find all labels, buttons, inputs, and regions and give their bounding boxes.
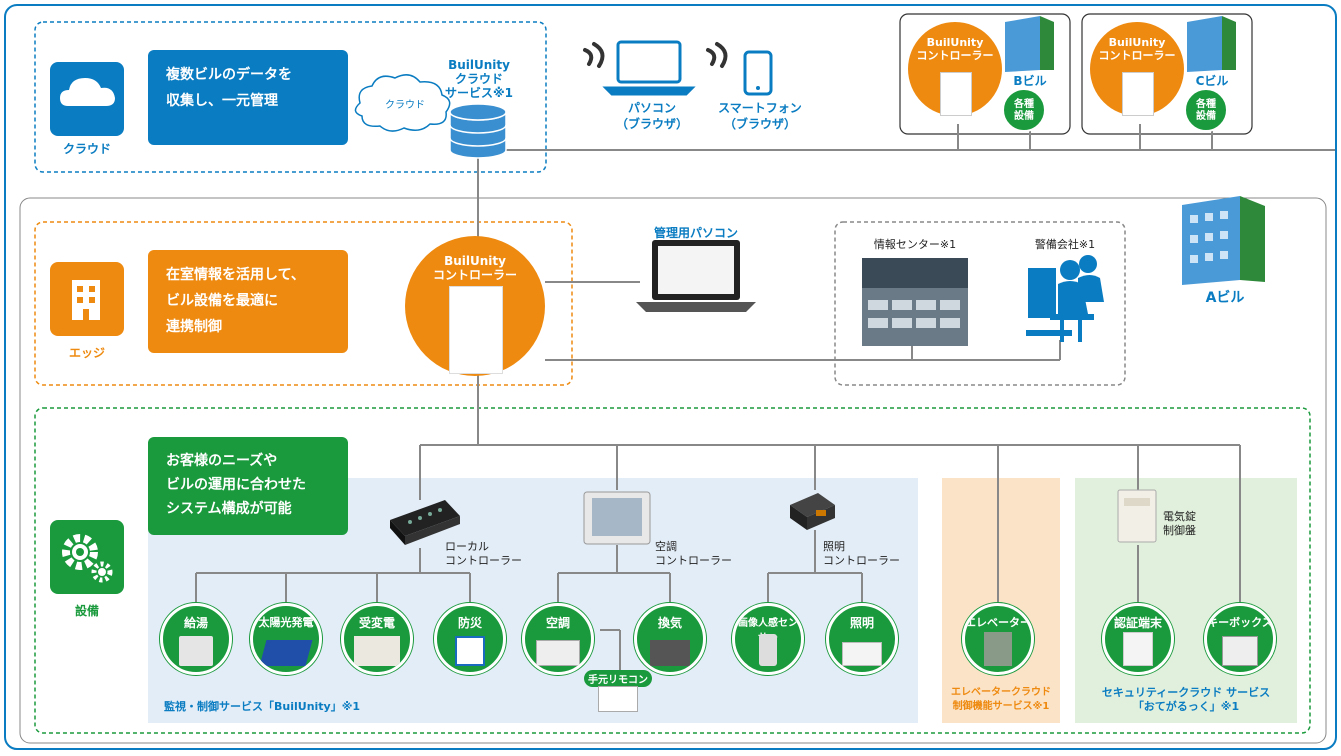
power-receiving-node: 受変電 xyxy=(341,603,413,675)
pc-label: パソコン （ブラウザ） xyxy=(592,100,712,132)
service-security-line2: 「おてがるっく」※1 xyxy=(1132,700,1240,713)
building-c-label: Cビル xyxy=(1195,74,1229,88)
pc-label-line1: パソコン xyxy=(627,101,676,115)
cloud-message-line1: 複数ビルのデータを xyxy=(166,67,292,83)
auth-terminal-label: 認証端末 xyxy=(1113,616,1162,630)
local-controller-label: ローカル コントローラー xyxy=(445,540,522,568)
local-controller-line2: コントローラー xyxy=(445,554,522,567)
lighting-controller-line2: コントローラー xyxy=(823,554,900,567)
service-elevator-line2: 制御機能サービス※1 xyxy=(952,701,1050,712)
air-conditioning-label: 空調 xyxy=(545,616,570,630)
edge-message-line2: ビル設備を最適に xyxy=(166,293,278,309)
remote-control-device xyxy=(598,686,638,712)
equipment-message-line3: システム構成が可能 xyxy=(166,501,292,517)
elevator-label: エレベーター xyxy=(965,616,1031,629)
smartphone-label: スマートフォン （ブラウザ） xyxy=(700,100,820,132)
service-builunity-label: 監視・制御サービス「BuilUnity」※1 xyxy=(164,700,361,713)
ventilation-label: 換気 xyxy=(657,616,682,630)
main-controller-line1: BuilUnity xyxy=(444,254,506,268)
building-c-controller-line1: BuilUnity xyxy=(1108,36,1166,49)
disaster-prevention-node: 防災 xyxy=(434,603,506,675)
equipment-message-line2: ビルの運用に合わせた xyxy=(166,477,306,493)
security-company-label: 警備会社※1 xyxy=(1034,238,1096,251)
solar-label: 太陽光発電 xyxy=(258,616,314,629)
building-b-controller-line1: BuilUnity xyxy=(926,36,984,49)
building-c-controller: BuilUnity コントローラー xyxy=(1090,22,1184,116)
building-c-equipment: 各種 設備 xyxy=(1184,88,1228,132)
solar-node: 太陽光発電 xyxy=(250,603,322,675)
gear-icon xyxy=(50,520,124,594)
equipment-message-line1: お客様のニーズや xyxy=(166,453,278,469)
building-b-controller-line2: コントローラー xyxy=(916,49,994,62)
cloud-icon xyxy=(50,62,124,136)
lock-panel-label: 電気錠 制御盤 xyxy=(1163,510,1196,538)
cloud-bubble-label: クラウド xyxy=(385,100,425,111)
building-b-controller-device xyxy=(940,72,972,116)
main-controller-device xyxy=(449,286,503,374)
service-elevator-line1: エレベータークラウド xyxy=(951,687,1051,698)
info-center-label: 情報センター※1 xyxy=(873,238,957,251)
cloud-message: 複数ビルのデータを 収集し、一元管理 xyxy=(148,50,348,145)
cloud-service-label: BuilUnity クラウド サービス※1 xyxy=(424,58,534,100)
building-a-label: Aビル xyxy=(1205,290,1245,306)
motion-sensor-node: 画像人感センサー xyxy=(732,603,804,675)
lock-panel-line1: 電気錠 xyxy=(1163,510,1196,523)
lighting-controller-line1: 照明 xyxy=(823,540,845,553)
service-security-label: セキュリティークラウド サービス 「おてがるっく」※1 xyxy=(1075,686,1297,714)
building-c-controller-line2: コントローラー xyxy=(1098,49,1176,62)
edge-message-line3: 連携制御 xyxy=(166,319,222,335)
lighting-label: 照明 xyxy=(849,616,874,630)
lighting-controller-label: 照明 コントローラー xyxy=(823,540,900,568)
edge-message: 在室情報を活用して、 ビル設備を最適に 連携制御 xyxy=(148,250,348,353)
cloud-service-line2: クラウド xyxy=(454,72,503,86)
equipment-zone-label: 設備 xyxy=(74,604,99,618)
building-c-controller-device xyxy=(1122,72,1154,116)
service-security-line1: セキュリティークラウド サービス xyxy=(1101,686,1271,699)
building-b-label: Bビル xyxy=(1013,74,1047,88)
cloud-service-line3: サービス※1 xyxy=(444,86,514,100)
building-b-equipment: 各種 設備 xyxy=(1002,88,1046,132)
smartphone-label-line2: （ブラウザ） xyxy=(723,117,796,131)
power-receiving-label: 受変電 xyxy=(358,616,395,630)
key-box-node: キーボックス xyxy=(1204,603,1276,675)
disaster-prevention-label: 防災 xyxy=(457,616,482,630)
remote-control-label: 手元リモコン xyxy=(584,670,652,687)
air-conditioning-node: 空調 xyxy=(522,603,594,675)
key-box-label: キーボックス xyxy=(1207,616,1273,629)
hvac-controller-line1: 空調 xyxy=(655,540,677,553)
escape-icon xyxy=(455,636,485,666)
cloud-service-line1: BuilUnity xyxy=(448,58,510,72)
building-icon xyxy=(50,262,124,336)
building-b-equipment-line1: 各種 xyxy=(1014,99,1034,110)
cloud-zone-label: クラウド xyxy=(62,142,111,156)
hvac-controller-line2: コントローラー xyxy=(655,554,732,567)
hot-water-node: 給湯 xyxy=(160,603,232,675)
lock-panel-line2: 制御盤 xyxy=(1163,524,1196,537)
elevator-node: エレベーター xyxy=(962,603,1034,675)
pc-label-line2: （ブラウザ） xyxy=(615,117,688,131)
edge-message-line1: 在室情報を活用して、 xyxy=(166,267,305,283)
building-b-controller: BuilUnity コントローラー xyxy=(908,22,1002,116)
lighting-node: 照明 xyxy=(826,603,898,675)
cloud-message-line2: 収集し、一元管理 xyxy=(166,93,278,109)
building-c-equipment-line2: 設備 xyxy=(1196,111,1216,122)
main-controller-line2: コントローラー xyxy=(432,268,517,282)
smartphone-label-line1: スマートフォン xyxy=(718,101,802,115)
auth-terminal-node: 認証端末 xyxy=(1102,603,1174,675)
ventilation-node: 換気 xyxy=(634,603,706,675)
local-controller-line1: ローカル xyxy=(445,540,489,553)
main-controller: BuilUnity コントローラー xyxy=(405,236,545,376)
building-c-equipment-line1: 各種 xyxy=(1196,99,1216,110)
building-b-equipment-line2: 設備 xyxy=(1014,111,1034,122)
service-elevator-label: エレベータークラウド 制御機能サービス※1 xyxy=(942,686,1060,714)
edge-zone-label: エッジ xyxy=(68,346,105,360)
hot-water-label: 給湯 xyxy=(183,616,208,630)
equipment-message: お客様のニーズや ビルの運用に合わせた システム構成が可能 xyxy=(148,437,348,535)
hvac-controller-label: 空調 コントローラー xyxy=(655,540,732,568)
admin-pc-label: 管理用パソコン xyxy=(653,226,738,240)
